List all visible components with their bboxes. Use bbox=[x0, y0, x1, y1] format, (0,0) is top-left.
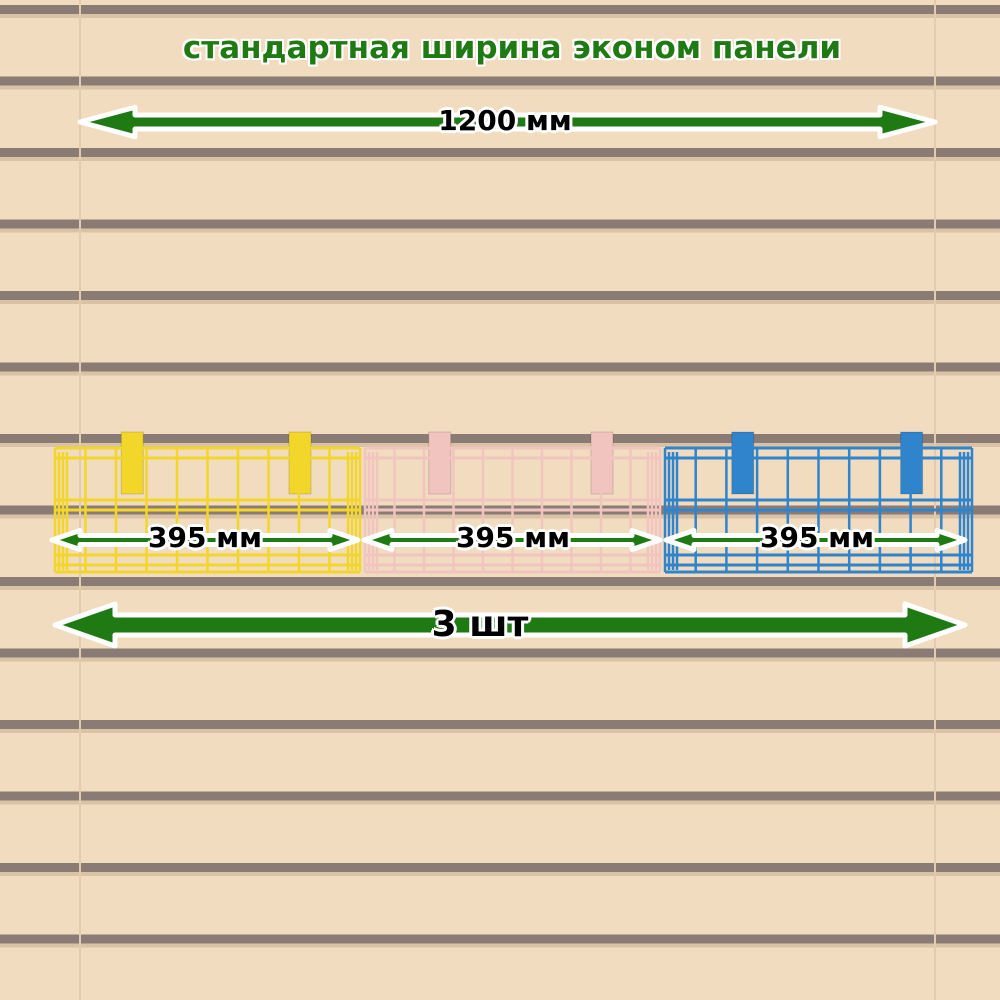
groove bbox=[0, 863, 1000, 872]
groove bbox=[0, 148, 1000, 157]
groove-shadow bbox=[0, 514, 1000, 519]
groove-shadow bbox=[0, 657, 1000, 662]
hanger-bracket bbox=[120, 431, 144, 495]
groove-shadow bbox=[0, 85, 1000, 90]
wire-basket-2 bbox=[363, 431, 662, 574]
groove-shadow bbox=[0, 800, 1000, 805]
total-count-arrow bbox=[52, 601, 968, 649]
panel-width-label: 1200 мм bbox=[438, 104, 572, 137]
wire-basket-3 bbox=[663, 431, 974, 574]
groove bbox=[0, 648, 1000, 658]
basket-width-label-3: 395 мм bbox=[760, 521, 874, 554]
groove bbox=[0, 362, 1000, 372]
wire-basket-1 bbox=[53, 431, 362, 574]
groove bbox=[0, 291, 1000, 300]
groove bbox=[0, 76, 1000, 86]
groove bbox=[0, 720, 1000, 729]
groove-shadow bbox=[0, 300, 1000, 304]
count-label: 3 шт bbox=[431, 604, 529, 645]
basket-width-label-2: 395 мм bbox=[456, 521, 570, 554]
hanger-bracket bbox=[428, 431, 452, 495]
groove-shadow bbox=[0, 729, 1000, 733]
groove-shadow bbox=[0, 228, 1000, 233]
panel-width-arrow bbox=[77, 104, 938, 140]
groove-shadow bbox=[0, 872, 1000, 876]
groove-shadow bbox=[0, 943, 1000, 948]
hanger-bracket bbox=[731, 431, 755, 495]
basket-width-label-1: 395 мм bbox=[148, 521, 262, 554]
groove bbox=[0, 5, 1000, 14]
groove bbox=[0, 219, 1000, 229]
basket-width-arrow-1 bbox=[49, 528, 361, 552]
groove-shadow bbox=[0, 443, 1000, 447]
groove-shadow bbox=[0, 371, 1000, 376]
groove bbox=[0, 577, 1000, 586]
basket-width-arrow-2 bbox=[361, 528, 663, 552]
groove-shadow bbox=[0, 157, 1000, 161]
groove bbox=[0, 434, 1000, 443]
basket-width-arrow-3 bbox=[663, 528, 968, 552]
groove bbox=[0, 791, 1000, 801]
groove-shadow bbox=[0, 586, 1000, 590]
groove bbox=[0, 934, 1000, 944]
groove-shadow bbox=[0, 14, 1000, 18]
title: стандартная ширина эконом панели bbox=[182, 30, 842, 66]
